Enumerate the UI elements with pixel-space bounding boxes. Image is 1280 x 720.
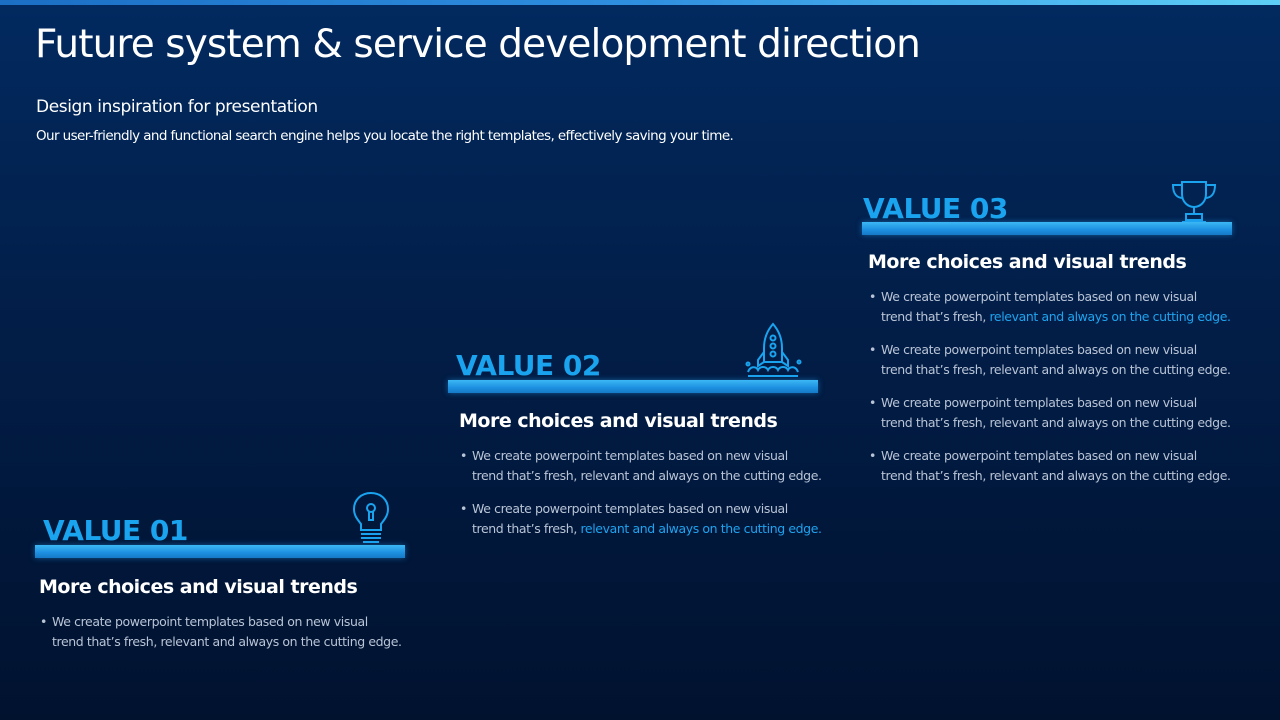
bullet-line-2: trend that’s fresh,	[881, 309, 990, 324]
value-label: VALUE 02	[456, 349, 601, 382]
bullet-line-2: trend that’s fresh, relevant and always …	[52, 634, 402, 649]
bullet-dot: •	[869, 342, 876, 357]
value-label: VALUE 03	[863, 192, 1008, 225]
value-bar	[448, 380, 818, 393]
bullet-highlight: relevant and always on the cutting edge.	[580, 521, 822, 536]
bullet-line-2: trend that’s fresh, relevant and always …	[472, 468, 822, 483]
list-item: • We create powerpoint templates based o…	[459, 499, 829, 539]
bullet-line-1: We create powerpoint templates based on …	[472, 448, 788, 463]
page-title: Future system & service development dire…	[35, 22, 921, 67]
page-description: Our user-friendly and functional search …	[36, 128, 734, 144]
bullet-dot: •	[460, 448, 467, 463]
list-item: • We create powerpoint templates based o…	[868, 287, 1238, 327]
bullet-line-1: We create powerpoint templates based on …	[52, 614, 368, 629]
rocket-icon	[742, 322, 804, 384]
bullet-line-1: We create powerpoint templates based on …	[472, 501, 788, 516]
bullet-line-1: We create powerpoint templates based on …	[881, 395, 1197, 410]
value-heading: More choices and visual trends	[868, 251, 1187, 273]
bullet-dot: •	[869, 448, 876, 463]
bullet-line-2: trend that’s fresh,	[472, 521, 581, 536]
value-heading: More choices and visual trends	[459, 410, 778, 432]
bullet-line-1: We create powerpoint templates based on …	[881, 342, 1197, 357]
value-bar	[35, 545, 405, 558]
bullet-dot: •	[869, 289, 876, 304]
trophy-icon	[1170, 180, 1218, 228]
bullet-line-2: trend that’s fresh, relevant and always …	[881, 415, 1231, 430]
top-accent-bar	[0, 0, 1280, 5]
bullet-list: • We create powerpoint templates based o…	[39, 612, 409, 665]
page-subtitle: Design inspiration for presentation	[36, 97, 318, 117]
list-item: • We create powerpoint templates based o…	[868, 393, 1238, 433]
bullet-list: • We create powerpoint templates based o…	[459, 446, 829, 552]
value-label: VALUE 01	[43, 514, 188, 547]
list-item: • We create powerpoint templates based o…	[868, 340, 1238, 380]
bullet-highlight: relevant and always on the cutting edge.	[989, 309, 1231, 324]
list-item: • We create powerpoint templates based o…	[39, 612, 409, 652]
value-heading: More choices and visual trends	[39, 576, 358, 598]
bullet-dot: •	[869, 395, 876, 410]
bullet-dot: •	[460, 501, 467, 516]
bullet-line-1: We create powerpoint templates based on …	[881, 448, 1197, 463]
bullet-line-2: trend that’s fresh, relevant and always …	[881, 362, 1231, 377]
bullet-line-1: We create powerpoint templates based on …	[881, 289, 1197, 304]
bullet-line-2: trend that’s fresh, relevant and always …	[881, 468, 1231, 483]
list-item: • We create powerpoint templates based o…	[868, 446, 1238, 486]
list-item: • We create powerpoint templates based o…	[459, 446, 829, 486]
value-bar	[862, 222, 1232, 235]
bullet-list: • We create powerpoint templates based o…	[868, 287, 1238, 499]
lightbulb-icon	[351, 490, 391, 550]
bullet-dot: •	[40, 614, 47, 629]
